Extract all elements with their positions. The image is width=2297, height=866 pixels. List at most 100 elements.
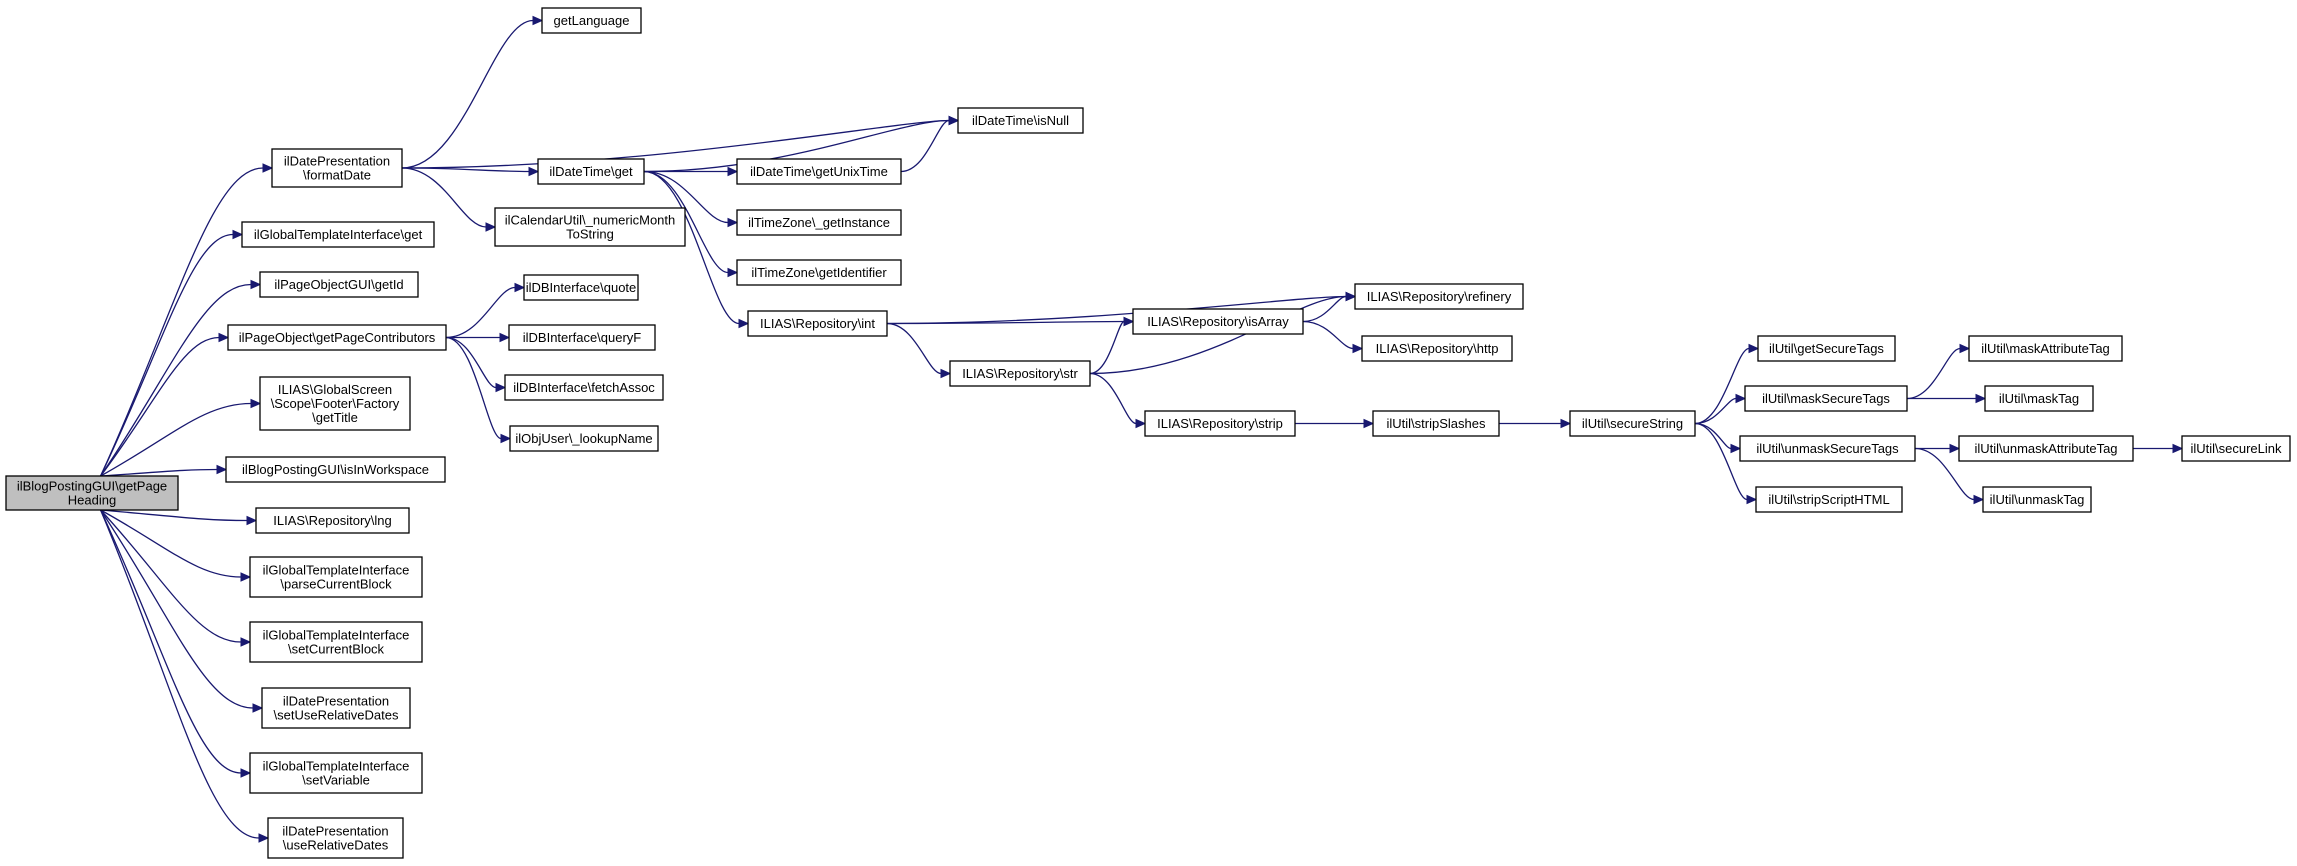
node-label: ilTimeZone\_getInstance	[748, 215, 890, 230]
node-ilblogpostinggui-isinworkspace[interactable]: ilBlogPostingGUI\isInWorkspace	[225, 456, 446, 483]
node-iltimezone-getidentifier[interactable]: ilTimeZone\getIdentifier	[736, 259, 902, 286]
node-ilpageobject-getpagecontributors[interactable]: ilPageObject\getPageContributors	[227, 324, 447, 351]
node-getlanguage[interactable]: getLanguage	[541, 7, 642, 34]
edge-n28-to-n30	[445, 332, 511, 343]
arrowhead	[240, 637, 252, 647]
edge-line	[445, 336, 502, 440]
node-label: ilObjUser\_lookupName	[515, 431, 652, 446]
node-label: ILIAS\Repository\refinery	[1367, 289, 1512, 304]
edge-line	[100, 233, 234, 477]
node-label: ILIAS\Repository\isArray	[1147, 314, 1289, 329]
node-ilutil-masksecuretags[interactable]: ilUtil\maskSecureTags	[1744, 385, 1908, 412]
node-ilias-repository-refinery[interactable]: ILIAS\Repository\refinery	[1354, 283, 1524, 310]
arrowhead	[1959, 343, 1971, 354]
edge-n28-to-n32	[445, 336, 512, 444]
node-label: ilUtil\maskAttributeTag	[1981, 341, 2110, 356]
edge-line	[100, 509, 248, 522]
node-label: \setCurrentBlock	[288, 642, 385, 657]
edge-line	[401, 19, 534, 169]
node-label: ilPageObjectGUI\getId	[274, 277, 403, 292]
node-ildatepresentation-setuserelativedates[interactable]: ilDatePresentation\setUseRelativeDates	[261, 687, 411, 729]
node-label: ILIAS\Repository\int	[760, 316, 875, 331]
node-ilutil-unmaskattributetag[interactable]: ilUtil\unmaskAttributeTag	[1958, 435, 2134, 462]
node-ildbinterface-quote[interactable]: ilDBInterface\quote	[523, 274, 639, 301]
node-ilglobaltemplateinterface-parsecurrentblock[interactable]: ilGlobalTemplateInterface\parseCurrentBl…	[249, 556, 423, 598]
node-ilutil-masktag[interactable]: ilUtil\maskTag	[1984, 385, 2094, 412]
edge-line	[100, 283, 252, 477]
edge-n20-to-n23	[1914, 447, 1985, 505]
node-ilglobaltemplateinterface-setcurrentblock[interactable]: ilGlobalTemplateInterface\setCurrentBloc…	[249, 621, 423, 663]
node-box	[537, 158, 645, 185]
arrowhead	[1746, 494, 1758, 505]
edge-line	[100, 509, 260, 839]
edge-n20-to-n21	[1915, 443, 1961, 454]
arrowhead	[514, 282, 526, 293]
edge-n5-to-n3	[900, 115, 960, 173]
node-ilutil-securelink[interactable]: ilUtil\secureLink	[2181, 435, 2291, 462]
node-ilias-repository-http[interactable]: ILIAS\Repository\http	[1361, 335, 1513, 362]
edge-line	[1694, 397, 1737, 425]
arrowhead	[1735, 393, 1747, 404]
node-ilias-repository-int[interactable]: ILIAS\Repository\int	[747, 310, 888, 337]
edge-line	[100, 402, 252, 477]
arrowhead	[262, 163, 274, 173]
node-ildatetime-getunixtime[interactable]: ilDateTime\getUnixTime	[736, 158, 902, 185]
edge-n0-to-n37	[100, 509, 252, 647]
arrowhead	[240, 572, 252, 582]
edge-n17-to-n18	[1906, 343, 1971, 400]
node-box	[249, 621, 423, 663]
edge-n4-to-n6	[643, 170, 739, 228]
node-iltimezone-getinstance[interactable]: ilTimeZone\_getInstance	[736, 209, 902, 236]
node-label: ilCalendarUtil\_numericMonth	[505, 213, 676, 228]
node-ilutil-getsecuretags[interactable]: ilUtil\getSecureTags	[1757, 335, 1896, 362]
edge-line	[1906, 347, 1961, 400]
node-ilutil-stripscripthtml[interactable]: ilUtil\stripScriptHTML	[1755, 486, 1903, 513]
edge-n0-to-n36	[100, 509, 252, 582]
node-ilobjuser-lookupname[interactable]: ilObjUser\_lookupName	[509, 425, 659, 452]
edge-line	[100, 509, 254, 709]
edge-line	[100, 336, 220, 477]
node-ildatetime-get[interactable]: ilDateTime\get	[537, 158, 645, 185]
node-ilias-repository-lng[interactable]: ILIAS\Repository\lng	[255, 507, 410, 534]
arrowhead	[1352, 343, 1364, 354]
edge-line	[900, 119, 950, 173]
arrowhead	[485, 222, 497, 232]
node-ilpageobjectgui-getid[interactable]: ilPageObjectGUI\getId	[259, 271, 419, 298]
node-ilutil-securestring[interactable]: ilUtil\secureString	[1569, 410, 1696, 437]
arrowhead	[528, 166, 540, 177]
node-label: ilBlogPostingGUI\isInWorkspace	[242, 462, 429, 477]
node-box	[5, 475, 179, 511]
node-ildbinterface-fetchassoc[interactable]: ilDBInterface\fetchAssoc	[504, 374, 664, 401]
node-box	[1132, 308, 1304, 335]
node-ilias-repository-strip[interactable]: ILIAS\Repository\strip	[1144, 410, 1296, 437]
arrowhead	[258, 833, 270, 843]
node-ilutil-unmasksecuretags[interactable]: ilUtil\unmaskSecureTags	[1739, 435, 1916, 462]
node-ildatepresentation-userelativedates[interactable]: ilDatePresentation\useRelativeDates	[267, 817, 404, 859]
node-box	[225, 456, 446, 483]
edge-line	[100, 509, 242, 774]
node-label: ilGlobalTemplateInterface	[263, 563, 410, 578]
node-label: \formatDate	[303, 168, 371, 183]
node-ildatetime-isnull[interactable]: ilDateTime\isNull	[957, 107, 1084, 134]
node-ildatepresentation-formatdate[interactable]: ilDatePresentation\formatDate	[271, 148, 403, 188]
edge-n10-to-n11	[1302, 320, 1364, 354]
node-ilias-repository-str[interactable]: ILIAS\Repository\str	[949, 360, 1091, 387]
edge-n0-to-n38	[100, 509, 264, 713]
node-ilglobaltemplateinterface-get[interactable]: ilGlobalTemplateInterface\get	[241, 221, 435, 248]
node-ilias-repository-isarray[interactable]: ILIAS\Repository\isArray	[1132, 308, 1304, 335]
node-ilutil-maskattributetag[interactable]: ilUtil\maskAttributeTag	[1968, 335, 2123, 362]
node-label: ilDBInterface\queryF	[523, 330, 642, 345]
node-ildbinterface-queryf[interactable]: ilDBInterface\queryF	[508, 324, 656, 351]
node-ilutil-stripslashes[interactable]: ilUtil\stripSlashes	[1372, 410, 1500, 437]
edge-n0-to-n34	[100, 464, 228, 477]
node-box	[1982, 486, 2092, 513]
node-ilias-globalscreen-scope-footer-factory-gettitle[interactable]: ILIAS\GlobalScreen\Scope\Footer\Factory\…	[259, 376, 411, 431]
node-ilglobaltemplateinterface-setvariable[interactable]: ilGlobalTemplateInterface\setVariable	[249, 752, 423, 794]
node-label: \getTitle	[312, 410, 358, 425]
node-box	[957, 107, 1084, 134]
arrowhead	[500, 433, 512, 444]
node-ilutil-unmasktag[interactable]: ilUtil\unmaskTag	[1982, 486, 2092, 513]
node-label: ILIAS\Repository\str	[962, 366, 1078, 381]
